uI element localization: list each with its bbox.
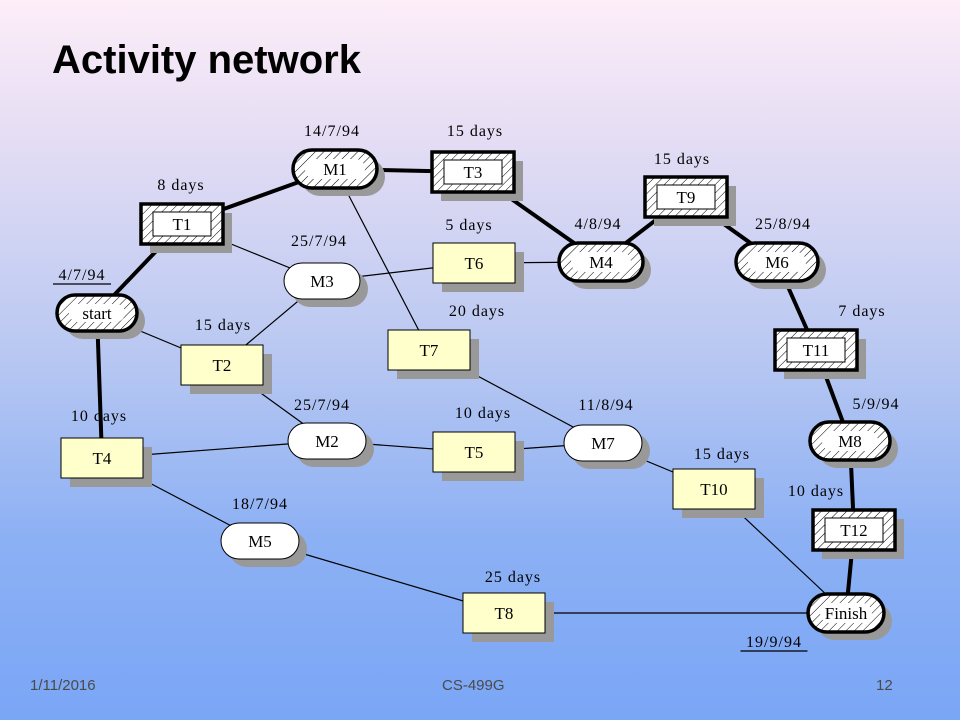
node-T12-label-bg bbox=[824, 517, 884, 543]
node-M5-shape bbox=[220, 522, 300, 560]
annotation-T11-dur: 7 days bbox=[838, 303, 885, 320]
node-M4-label-bg bbox=[571, 252, 631, 272]
node-M2-shape bbox=[287, 422, 367, 460]
node-T5-shape bbox=[432, 431, 516, 473]
node-T1-label: T1 bbox=[173, 215, 192, 234]
node-Finish: Finish bbox=[806, 592, 892, 640]
annotation-M6-date: 25/8/94 bbox=[755, 216, 811, 233]
node-Finish-label: Finish bbox=[825, 604, 868, 623]
node-T3: T3 bbox=[430, 150, 523, 201]
node-T9-label: T9 bbox=[677, 188, 696, 207]
node-T5-label: T5 bbox=[465, 443, 484, 462]
annotation-finish-date: 19/9/94 bbox=[746, 634, 802, 651]
node-start-label: start bbox=[82, 304, 112, 323]
node-T12: T12 bbox=[811, 508, 904, 559]
footer-date: 1/11/2016 bbox=[30, 677, 96, 694]
node-T4-label: T4 bbox=[93, 449, 112, 468]
node-M1-label-bg bbox=[305, 159, 365, 179]
node-M2-label: M2 bbox=[315, 432, 339, 451]
annotation-T8-dur: 25 days bbox=[485, 569, 541, 586]
annotation-T1-dur: 8 days bbox=[157, 177, 204, 194]
node-M2: M2 bbox=[287, 422, 374, 467]
node-T10-shape bbox=[672, 468, 756, 510]
node-M3-shape bbox=[283, 262, 361, 300]
node-M5-label: M5 bbox=[248, 532, 272, 551]
node-T9-label-bg bbox=[656, 184, 716, 210]
node-T7-shape bbox=[387, 329, 471, 371]
node-start: start bbox=[55, 293, 145, 339]
annotation-M7-date: 11/8/94 bbox=[578, 397, 633, 414]
labels-layer: 4/7/94 14/7/94 15 days 15 days 8 days 5 days 4… bbox=[53, 123, 900, 652]
node-T6: T6 bbox=[432, 242, 524, 292]
annotation-T5-dur: 10 days bbox=[455, 405, 511, 422]
edge-M1-T7 bbox=[334, 168, 430, 351]
node-start-label-bg bbox=[69, 304, 125, 322]
annotation-M2-date: 25/7/94 bbox=[294, 397, 350, 414]
annotation-M5-date: 18/7/94 bbox=[232, 496, 288, 513]
annotation-M3-date: 25/7/94 bbox=[291, 233, 347, 250]
annotation-T2-dur: 15 days bbox=[195, 317, 251, 334]
node-M7: M7 bbox=[563, 424, 650, 469]
node-T7-label: T7 bbox=[420, 341, 439, 360]
node-T4-shape bbox=[60, 437, 144, 479]
node-T2-label: T2 bbox=[213, 356, 232, 375]
annotation-T4-dur: 10 days bbox=[71, 408, 127, 425]
node-T8-label: T8 bbox=[495, 604, 514, 623]
node-T9: T9 bbox=[643, 175, 736, 226]
node-T4: T4 bbox=[60, 437, 152, 487]
node-T6-shape bbox=[432, 242, 516, 284]
node-T1-label-bg bbox=[152, 211, 212, 237]
node-T3-label: T3 bbox=[464, 163, 483, 182]
annotation-T6-dur: 5 days bbox=[445, 217, 492, 234]
node-T6-label: T6 bbox=[465, 254, 484, 273]
node-M7-label: M7 bbox=[591, 434, 615, 453]
node-T11-label: T11 bbox=[803, 341, 830, 360]
annotation-T12-dur: 10 days bbox=[788, 483, 844, 500]
annotation-M8-date: 5/9/94 bbox=[853, 396, 900, 413]
slide-title: Activity network bbox=[52, 38, 361, 82]
node-T7: T7 bbox=[387, 329, 479, 379]
node-M1-label: M1 bbox=[323, 160, 347, 179]
node-T10-label: T10 bbox=[700, 480, 727, 499]
annotation-T10-dur: 15 days bbox=[694, 446, 750, 463]
node-T8: T8 bbox=[462, 592, 554, 642]
node-T2: T2 bbox=[180, 344, 272, 394]
annotation-M4-date: 4/8/94 bbox=[575, 216, 622, 233]
node-M6-label: M6 bbox=[765, 253, 789, 272]
annotation-M1-date: 14/7/94 bbox=[304, 123, 360, 140]
annotation-T7-dur: 20 days bbox=[449, 303, 505, 320]
node-M3-label: M3 bbox=[310, 272, 334, 291]
node-M5: M5 bbox=[220, 522, 307, 567]
node-T8-shape bbox=[462, 592, 546, 634]
node-T2-shape bbox=[180, 344, 264, 386]
node-T12-label: T12 bbox=[840, 521, 867, 540]
node-Finish-label-bg bbox=[820, 603, 872, 623]
node-M3: M3 bbox=[283, 262, 368, 307]
node-M8-label: M8 bbox=[838, 432, 862, 451]
node-M7-shape bbox=[563, 424, 643, 462]
footer-course: CS-499G bbox=[442, 677, 505, 694]
node-M8-label-bg bbox=[822, 431, 878, 451]
node-T5: T5 bbox=[432, 431, 524, 481]
node-M8: M8 bbox=[808, 420, 898, 468]
node-M6: M6 bbox=[734, 241, 826, 289]
node-T10: T10 bbox=[672, 468, 764, 518]
node-T1: T1 bbox=[139, 202, 232, 253]
node-M1: M1 bbox=[291, 148, 385, 196]
footer-page-number: 12 bbox=[876, 677, 893, 694]
node-M4: M4 bbox=[557, 241, 651, 289]
node-M4-label: M4 bbox=[589, 253, 613, 272]
node-M6-label-bg bbox=[748, 252, 806, 272]
node-T3-label-bg bbox=[443, 159, 503, 185]
node-T11: T11 bbox=[773, 328, 866, 379]
annotation-T9-dur: 15 days bbox=[654, 151, 710, 168]
annotation-T3-dur: 15 days bbox=[447, 123, 503, 140]
node-T11-label-bg bbox=[786, 337, 846, 363]
annotation-start-date: 4/7/94 bbox=[59, 267, 106, 284]
